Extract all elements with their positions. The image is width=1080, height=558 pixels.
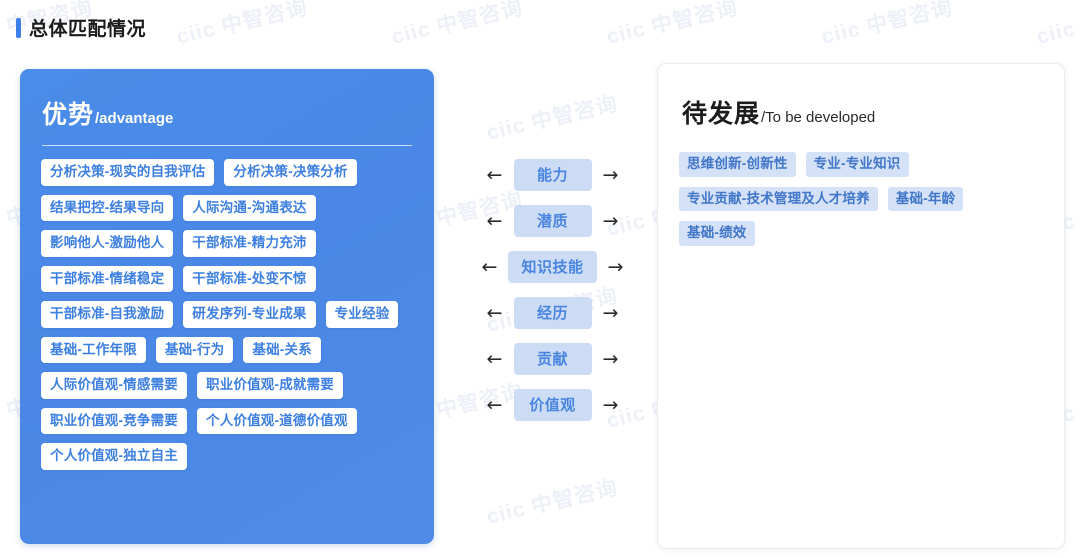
category-row: ← 价值观 →: [455, 389, 650, 421]
page-header: 总体匹配情况: [16, 14, 146, 41]
category-row: ← 经历 →: [455, 297, 650, 329]
watermark-text: ciic 中智咨询: [174, 0, 311, 49]
develop-tag[interactable]: 专业-专业知识: [805, 152, 909, 177]
arrow-left-icon: ←: [486, 209, 503, 232]
advantage-tag[interactable]: 基础-工作年限: [41, 336, 146, 364]
category-chip[interactable]: 能力: [513, 159, 592, 191]
advantage-tag[interactable]: 基础-行为: [155, 336, 234, 364]
advantage-tag[interactable]: 基础-关系: [243, 336, 321, 364]
arrow-right-icon: →: [602, 163, 619, 186]
watermark-text: ciic 中智咨询: [389, 0, 526, 49]
develop-tag[interactable]: 思维创新-创新性: [679, 152, 796, 177]
arrow-left-icon: ←: [481, 255, 498, 278]
category-row: ← 能力 →: [455, 159, 650, 191]
advantage-title-en: /advantage: [95, 110, 174, 127]
advantage-tag[interactable]: 人际沟通-沟通表达: [183, 194, 316, 222]
advantage-tag-list: 分析决策-现实的自我评估分析决策-决策分析结果把控-结果导向人际沟通-沟通表达影…: [41, 159, 421, 470]
arrow-right-icon: →: [602, 301, 619, 324]
advantage-tag[interactable]: 干部标准-精力充沛: [183, 230, 316, 257]
advantage-tag[interactable]: 分析决策-现实的自我评估: [41, 159, 215, 186]
develop-title-en: /To be developed: [761, 109, 876, 126]
watermark-text: ciic 中智咨询: [484, 92, 621, 145]
develop-tag[interactable]: 基础-绩效: [679, 221, 755, 246]
advantage-tag[interactable]: 干部标准-自我激励: [41, 301, 174, 328]
category-row: ← 潜质 →: [455, 205, 650, 237]
watermark-text: ciic 中智咨询: [819, 0, 956, 49]
advantage-tag[interactable]: 研发序列-专业成果: [183, 301, 316, 328]
arrow-left-icon: ←: [486, 347, 503, 370]
arrow-right-icon: →: [602, 347, 619, 370]
advantage-tag[interactable]: 人际价值观-情感需要: [41, 372, 187, 399]
category-row: ← 知识技能 →: [455, 251, 650, 283]
category-column: ←能力→←潜质→←知识技能→←经历→←贡献→←价值观→: [455, 159, 650, 421]
advantage-tag[interactable]: 职业价值观-竞争需要: [41, 407, 187, 435]
develop-tag-list: 思维创新-创新性专业-专业知识专业贡献-技术管理及人才培养基础-年龄基础-绩效: [679, 152, 1039, 246]
advantage-tag[interactable]: 专业经验: [325, 301, 399, 328]
category-chip[interactable]: 潜质: [513, 205, 592, 237]
advantage-tag[interactable]: 结果把控-结果导向: [41, 194, 174, 222]
advantage-tag[interactable]: 分析决策-决策分析: [224, 159, 357, 186]
arrow-right-icon: →: [602, 209, 619, 232]
title-accent-bar: [16, 17, 21, 38]
watermark-text: ciic 中智咨询: [484, 476, 621, 529]
watermark-text: ciic 中智咨询: [1034, 0, 1080, 49]
advantage-tag[interactable]: 个人价值观-独立自主: [41, 443, 187, 470]
category-chip[interactable]: 知识技能: [508, 251, 597, 283]
advantage-tag[interactable]: 干部标准-处变不惊: [183, 265, 316, 293]
arrow-right-icon: →: [607, 255, 624, 278]
category-chip[interactable]: 经历: [513, 297, 592, 329]
advantage-panel: 优势 /advantage 分析决策-现实的自我评估分析决策-决策分析结果把控-…: [20, 69, 434, 544]
category-chip[interactable]: 贡献: [513, 343, 592, 375]
develop-panel: 待发展 /To be developed 思维创新-创新性专业-专业知识专业贡献…: [657, 63, 1065, 549]
watermark-text: ciic 中智咨询: [604, 0, 741, 49]
develop-title-cn: 待发展: [682, 100, 761, 128]
advantage-tag[interactable]: 职业价值观-成就需要: [197, 372, 343, 399]
develop-header: 待发展 /To be developed: [682, 94, 1064, 130]
advantage-header: 优势 /advantage: [42, 95, 434, 131]
advantage-tag[interactable]: 影响他人-激励他人: [41, 230, 174, 257]
arrow-left-icon: ←: [486, 393, 503, 416]
advantage-tag[interactable]: 干部标准-情绪稳定: [41, 265, 174, 293]
advantage-tag[interactable]: 个人价值观-道德价值观: [197, 407, 357, 435]
category-row: ← 贡献 →: [455, 343, 650, 375]
category-chip[interactable]: 价值观: [513, 389, 592, 421]
page-title: 总体匹配情况: [29, 19, 147, 40]
develop-tag[interactable]: 基础-年龄: [887, 186, 964, 212]
advantage-divider: [42, 145, 412, 146]
arrow-right-icon: →: [602, 393, 619, 416]
develop-tag[interactable]: 专业贡献-技术管理及人才培养: [679, 186, 878, 212]
arrow-left-icon: ←: [486, 163, 503, 186]
arrow-left-icon: ←: [486, 301, 503, 324]
advantage-title-cn: 优势: [42, 101, 95, 129]
